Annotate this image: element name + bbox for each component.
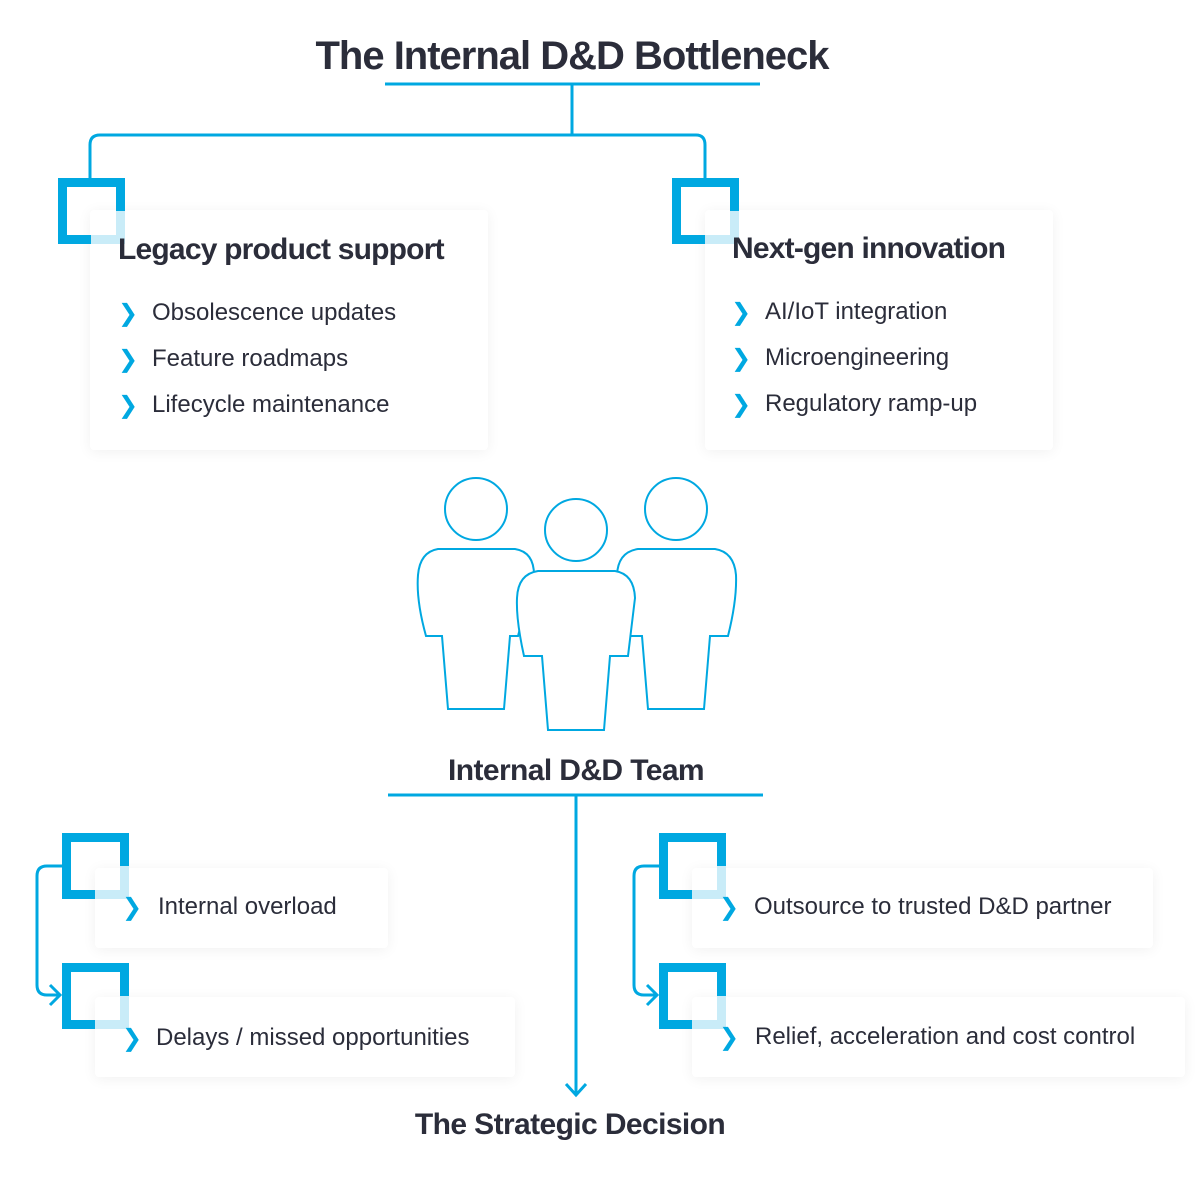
- chevron-right-icon: ❯: [719, 894, 740, 921]
- chevron-right-icon: ❯: [731, 345, 752, 372]
- down-arrow-head: [564, 1082, 588, 1098]
- legacy-item: Lifecycle maintenance: [152, 391, 390, 418]
- outcome-card-delays: [95, 997, 515, 1077]
- outcome-item: Relief, acceleration and cost control: [755, 1023, 1136, 1050]
- legacy-item: Obsolescence updates: [152, 299, 397, 326]
- page-title: The Internal D&D Bottleneck: [315, 34, 829, 78]
- strategic-decision-label: The Strategic Decision: [414, 1108, 726, 1141]
- chevron-right-icon: ❯: [122, 1025, 143, 1052]
- chevron-right-icon: ❯: [118, 300, 139, 327]
- outcome-card-relief: [692, 997, 1185, 1077]
- nextgen-item: AI/IoT integration: [765, 298, 948, 325]
- nextgen-card: [705, 210, 1053, 450]
- outcome-card-overload: [95, 868, 388, 948]
- nextgen-item: Microengineering: [765, 344, 950, 371]
- branch-lines: [88, 84, 707, 178]
- chevron-right-icon: ❯: [118, 392, 139, 419]
- team-label: Internal D&D Team: [448, 754, 705, 787]
- chevron-right-icon: ❯: [731, 299, 752, 326]
- chevron-right-icon: ❯: [731, 391, 752, 418]
- outcome-item: Delays / missed opportunities: [156, 1024, 470, 1051]
- team-people-icon: [416, 477, 738, 731]
- legacy-item: Feature roadmaps: [152, 345, 349, 372]
- chevron-right-icon: ❯: [122, 894, 143, 921]
- chevron-right-icon: ❯: [118, 346, 139, 373]
- left-flow-arrow: [35, 864, 63, 1007]
- outcome-item: Outsource to trusted D&D partner: [754, 893, 1112, 920]
- right-flow-arrow: [632, 864, 660, 1007]
- outcome-card-outsource: [692, 868, 1153, 948]
- nextgen-item: Regulatory ramp-up: [765, 390, 978, 417]
- legacy-card-title: Legacy product support: [118, 233, 445, 266]
- corner-square-icons: [58, 178, 739, 1029]
- outcome-item: Internal overload: [158, 893, 337, 920]
- nextgen-card-title: Next-gen innovation: [732, 232, 1006, 265]
- chevron-right-icon: ❯: [719, 1024, 740, 1051]
- legacy-card: [90, 210, 488, 450]
